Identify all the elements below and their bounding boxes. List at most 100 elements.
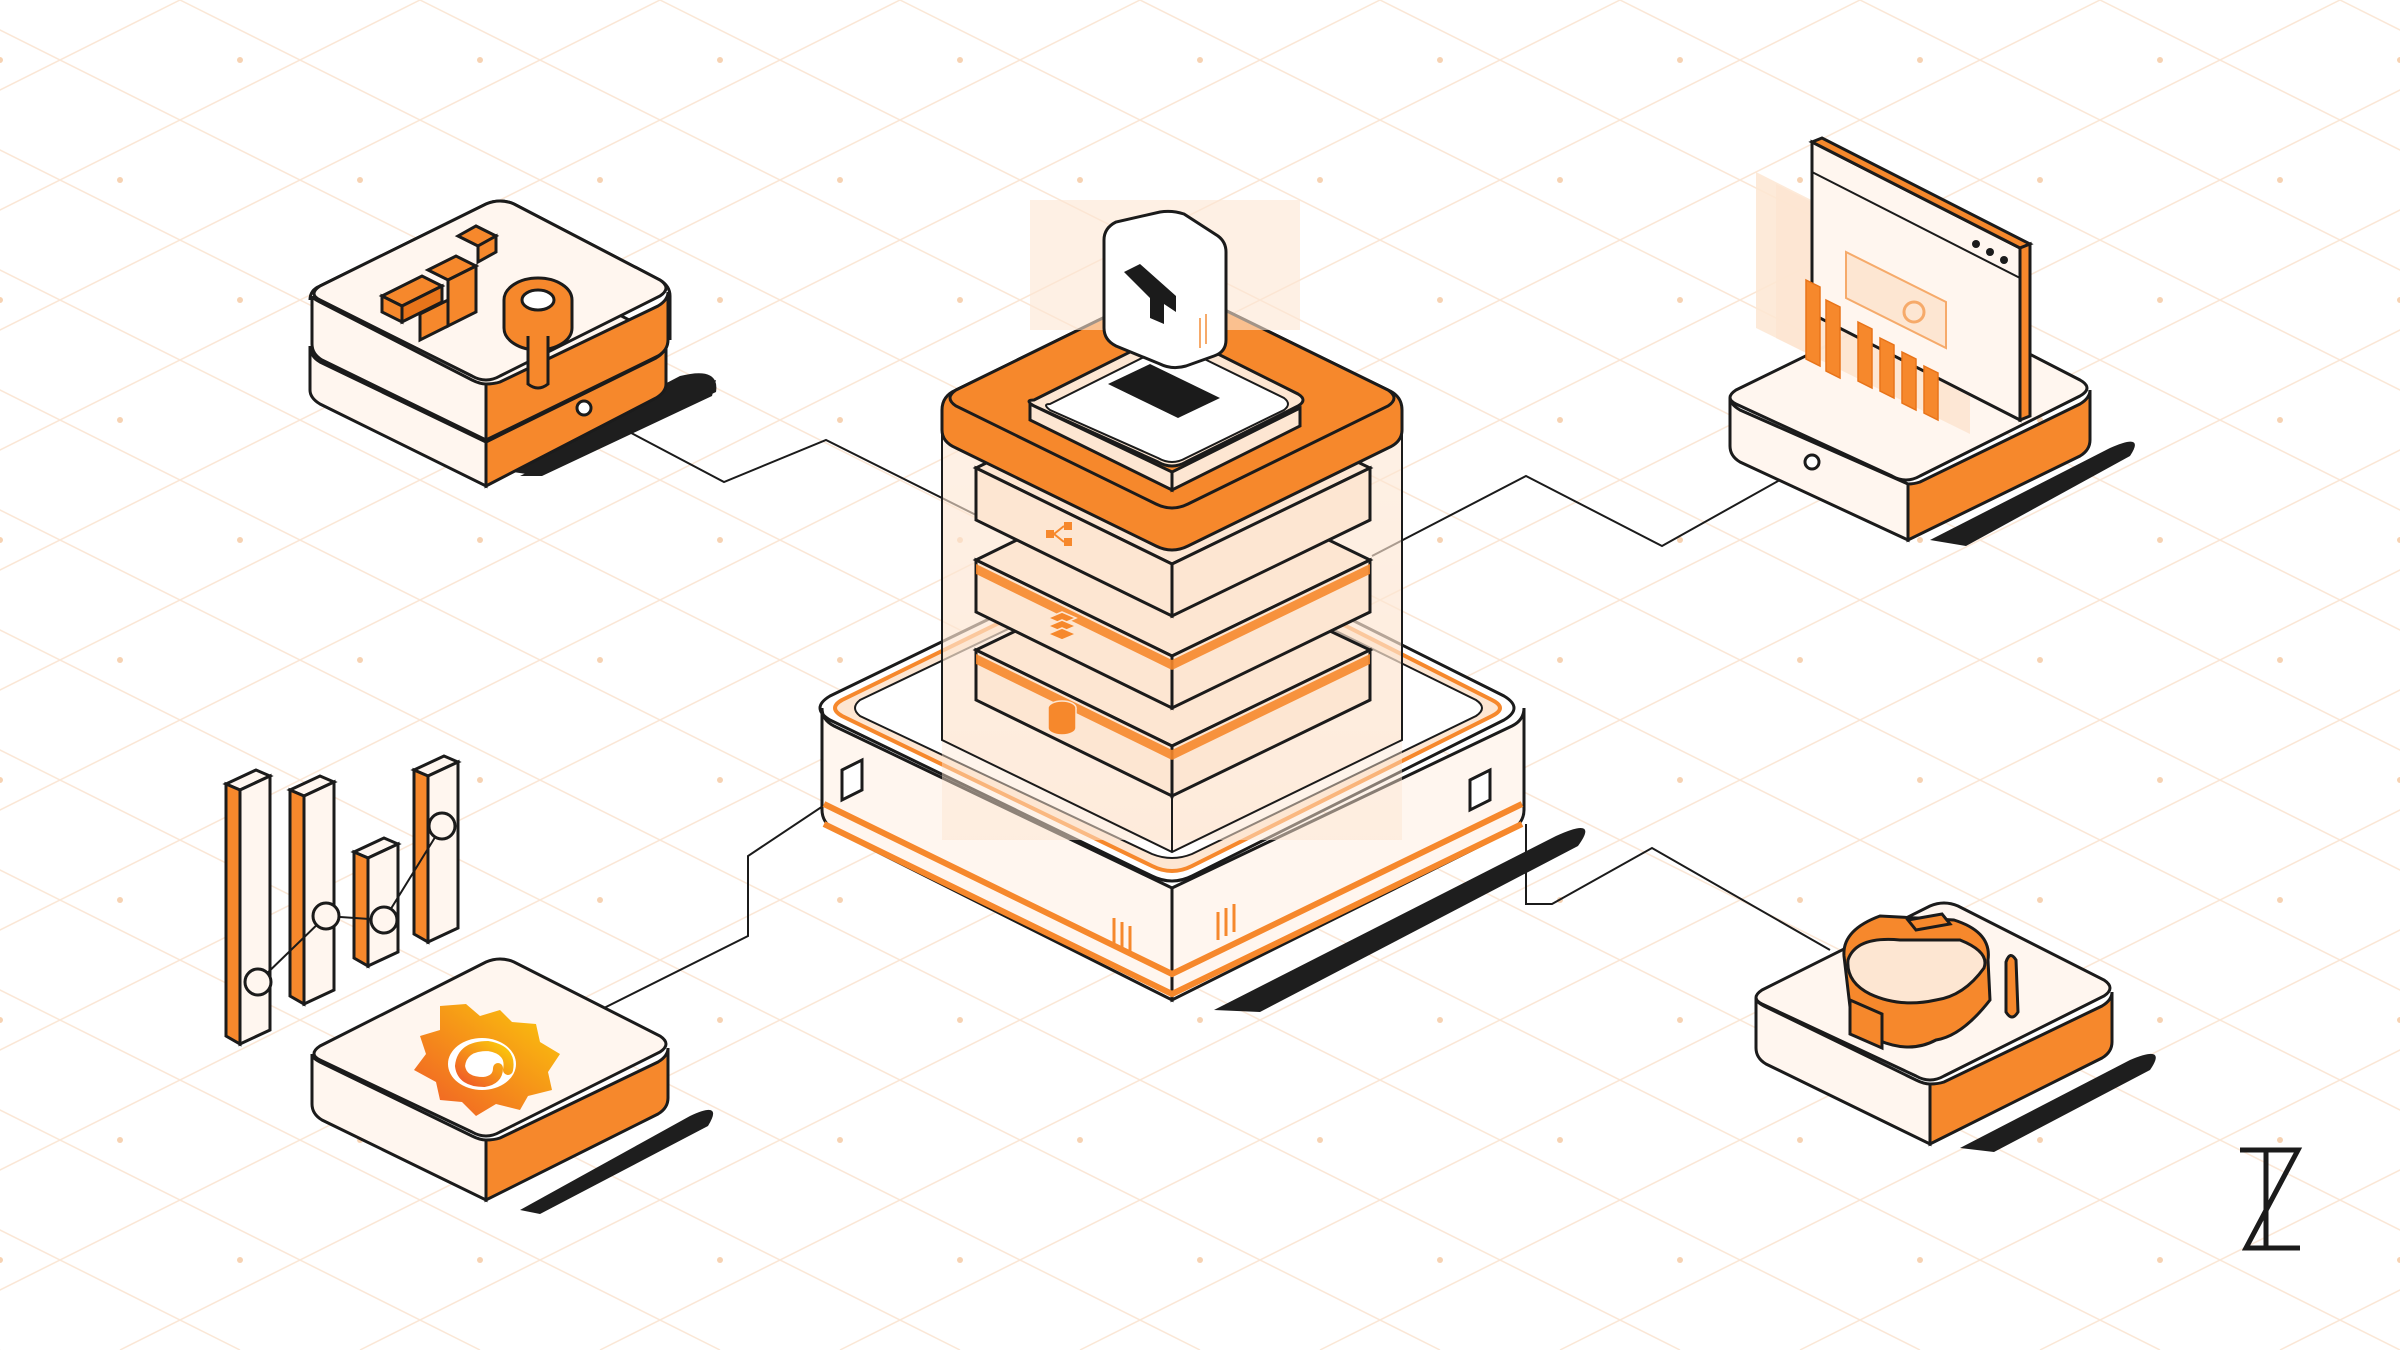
z-logo-icon bbox=[2240, 1147, 2303, 1251]
grid-node bbox=[1197, 1017, 1203, 1023]
grid-node bbox=[0, 777, 3, 783]
grid-node bbox=[1677, 297, 1683, 303]
server-lid bbox=[940, 200, 1404, 552]
grid-line bbox=[1319, 809, 2400, 1350]
grid-line bbox=[0, 749, 1201, 1350]
grid-node bbox=[957, 57, 963, 63]
grid-node bbox=[1077, 177, 1083, 183]
chair-desk-icon bbox=[1842, 912, 2020, 1051]
grid-node bbox=[2397, 537, 2400, 543]
grid-node bbox=[597, 897, 603, 903]
grid-node bbox=[237, 57, 243, 63]
grid-line bbox=[0, 0, 2101, 1051]
connection-lines bbox=[583, 407, 1831, 1017]
grid-node bbox=[2157, 297, 2163, 303]
grid-node bbox=[837, 897, 843, 903]
grid-node bbox=[2157, 1257, 2163, 1263]
grid-line bbox=[2039, 1169, 2400, 1350]
port-icon bbox=[575, 399, 593, 417]
grid-node bbox=[1797, 177, 1803, 183]
grid-node bbox=[717, 1257, 723, 1263]
grid-line bbox=[0, 0, 1381, 691]
connector-top-right bbox=[1371, 461, 1813, 557]
grid-line bbox=[0, 389, 1921, 1350]
grid-line bbox=[419, 0, 2400, 991]
grid-node bbox=[2397, 57, 2400, 63]
grid-node bbox=[1317, 1137, 1323, 1143]
grid-line bbox=[2339, 0, 2400, 31]
grid-node bbox=[717, 1017, 723, 1023]
grid-node bbox=[1197, 57, 1203, 63]
grid-line bbox=[1619, 0, 2400, 391]
grid-node bbox=[717, 57, 723, 63]
platform-top-right bbox=[1728, 136, 2135, 546]
dashboard-window-icon bbox=[1756, 136, 2034, 434]
grid-node bbox=[1917, 57, 1923, 63]
grid-line bbox=[179, 0, 2400, 1111]
grid-node bbox=[717, 777, 723, 783]
grid-node bbox=[1677, 537, 1683, 543]
central-server bbox=[818, 200, 1586, 1012]
grid-line bbox=[0, 269, 2161, 1350]
grid-line bbox=[0, 0, 421, 211]
grid-line bbox=[0, 0, 1861, 931]
grid-node bbox=[357, 657, 363, 663]
grid-node bbox=[717, 297, 723, 303]
grid-node bbox=[1917, 537, 1923, 543]
grid-nodes bbox=[0, 57, 2400, 1263]
grid-node bbox=[2277, 657, 2283, 663]
grid-node bbox=[957, 1257, 963, 1263]
grid-node bbox=[1797, 657, 1803, 663]
grid-node bbox=[1677, 1257, 1683, 1263]
grid-line bbox=[0, 1229, 241, 1350]
grid-line bbox=[0, 0, 1141, 571]
grid-node bbox=[2157, 57, 2163, 63]
grid-node bbox=[117, 1137, 123, 1143]
grid-line bbox=[0, 0, 661, 331]
grid-node bbox=[1557, 657, 1563, 663]
grid-line bbox=[1799, 1049, 2400, 1350]
grid-node bbox=[837, 657, 843, 663]
grid-node bbox=[1677, 1017, 1683, 1023]
grid-node bbox=[237, 297, 243, 303]
grid-node bbox=[477, 1257, 483, 1263]
grid-line bbox=[1859, 0, 2400, 271]
grid-node bbox=[837, 177, 843, 183]
grid-node bbox=[2277, 177, 2283, 183]
grid-node bbox=[117, 897, 123, 903]
platform-bottom-left bbox=[222, 754, 714, 1214]
grid-node bbox=[2157, 777, 2163, 783]
grid-line bbox=[0, 1109, 481, 1350]
bar-chart-icon bbox=[222, 754, 462, 1047]
grid-node bbox=[1797, 897, 1803, 903]
grid-node bbox=[237, 537, 243, 543]
grid-node bbox=[357, 177, 363, 183]
grid-node bbox=[0, 57, 3, 63]
connector-bottom-left bbox=[587, 783, 857, 1017]
grid-node bbox=[1917, 777, 1923, 783]
grid-node bbox=[837, 1137, 843, 1143]
grid-node bbox=[1077, 1137, 1083, 1143]
grid-node bbox=[717, 537, 723, 543]
grid-node bbox=[477, 777, 483, 783]
grid-node bbox=[2157, 1017, 2163, 1023]
grid-node bbox=[2397, 1017, 2400, 1023]
grid-node bbox=[597, 177, 603, 183]
port-icon bbox=[1803, 453, 1821, 471]
grid-node bbox=[117, 177, 123, 183]
grid-line bbox=[0, 509, 1681, 1350]
grid-node bbox=[1437, 1257, 1443, 1263]
branching-icon bbox=[1046, 522, 1072, 546]
grid-line bbox=[359, 329, 2400, 1350]
grid-node bbox=[0, 1257, 3, 1263]
grid-line bbox=[839, 569, 2400, 1350]
grid-line bbox=[0, 989, 721, 1350]
grid-node bbox=[837, 417, 843, 423]
grid-node bbox=[477, 57, 483, 63]
grid-node bbox=[1317, 177, 1323, 183]
grid-node bbox=[2397, 1257, 2400, 1263]
grid-node bbox=[0, 537, 3, 543]
grid-node bbox=[957, 297, 963, 303]
grid-node bbox=[2157, 537, 2163, 543]
